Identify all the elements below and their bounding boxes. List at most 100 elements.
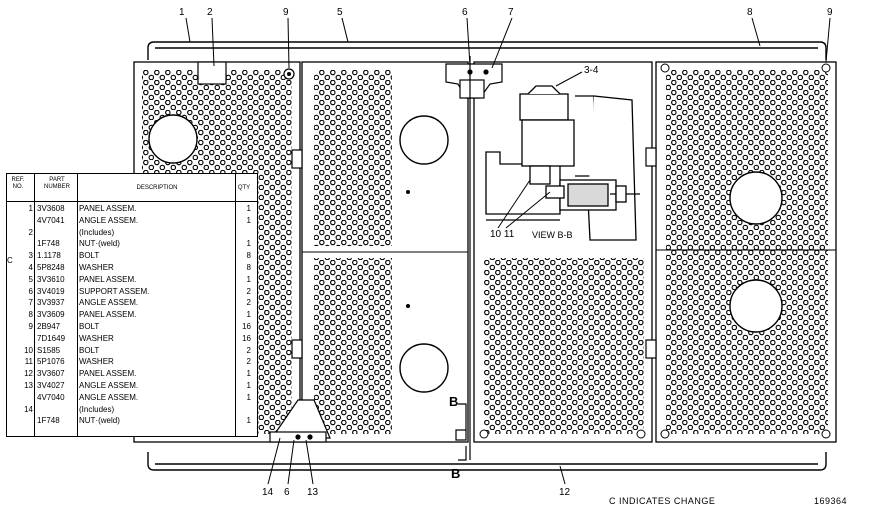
part-number-cell: 1F748 (37, 239, 60, 249)
qty-cell: 2 (246, 345, 251, 355)
ref-cell: 1 (28, 204, 33, 213)
ref-cell: 5 (28, 274, 33, 284)
table-row: 2 (Includes) (7, 227, 257, 239)
table-header: REF. NO. PART NUMBER DESCRIPTION QTY (7, 174, 257, 202)
part-number-cell: 3V4019 (37, 286, 65, 296)
description-cell: PANEL ASSEM. (79, 310, 137, 320)
ref-cell: 2 (28, 227, 33, 237)
ref-cell: 4 (28, 263, 33, 272)
qty-cell: 1 (246, 215, 251, 225)
part-number-cell: 1F748 (37, 416, 60, 426)
description-cell: PANEL ASSEM. (79, 204, 137, 213)
description-cell: BOLT (79, 322, 100, 331)
bottom-support-bracket (269, 399, 331, 443)
part-number-cell: 3V3608 (37, 204, 65, 213)
description-cell: WASHER (79, 357, 114, 367)
callout-13: 13 (307, 487, 319, 498)
part-number-cell: 2B947 (37, 322, 61, 331)
callout-1: 1 (179, 7, 185, 18)
panel-center-left (301, 61, 469, 443)
part-number-cell: 4V7041 (37, 215, 65, 225)
part-number-cell: 3V3610 (37, 274, 65, 284)
ref-cell: 12 (24, 369, 33, 379)
panel-right (655, 61, 837, 443)
callout-2: 2 (207, 7, 213, 18)
qty-cell: 2 (246, 298, 251, 308)
ref-cell: 3 (28, 251, 33, 261)
ref-cell: 6 (28, 286, 33, 296)
table-row: 4 5P8248 WASHER 8 (7, 262, 257, 274)
part-number-cell: 4V7040 (37, 392, 65, 402)
callout-10-11: 10 11 (490, 229, 515, 240)
qty-cell: 16 (242, 333, 251, 343)
description-cell: NUT·(weld) (79, 239, 120, 249)
qty-cell: 1 (246, 381, 251, 390)
qty-cell: 8 (246, 263, 251, 272)
leader-lines (185, 17, 831, 485)
header-desc: DESCRIPTION (136, 185, 178, 191)
table-row: 1F748 NUT·(weld) 1 (7, 238, 257, 250)
part-number-cell: 5P8248 (37, 263, 65, 272)
ref-cell: 10 (24, 345, 33, 355)
part-number-cell: 3V3609 (37, 310, 65, 320)
part-number-cell: 7D1649 (37, 333, 66, 343)
qty-cell: 16 (242, 322, 251, 331)
part-number-cell: 5P1076 (37, 357, 65, 367)
callout-12: 12 (559, 487, 571, 498)
description-cell: SUPPORT ASSEM. (79, 286, 150, 296)
callout-6-top: 6 (462, 7, 468, 18)
callout-6-bottom: 6 (284, 487, 290, 498)
ref-cell: 11 (24, 357, 33, 367)
qty-cell: 1 (246, 392, 251, 402)
description-cell: WASHER (79, 263, 114, 272)
description-cell: WASHER (79, 333, 114, 343)
description-cell: NUT·(weld) (79, 416, 120, 426)
callout-9-right: 9 (827, 7, 833, 18)
part-number-cell: 1.1178 (37, 251, 61, 261)
description-cell: (Includes) (79, 227, 115, 237)
ref-cell: 7 (28, 298, 33, 308)
ref-cell: 8 (28, 310, 33, 320)
description-cell: ANGLE ASSEM. (79, 392, 139, 402)
callout-8: 8 (747, 7, 753, 18)
description-cell: BOLT (79, 345, 100, 355)
description-cell: PANEL ASSEM. (79, 369, 137, 379)
callout-3-4: 3-4 (584, 65, 599, 76)
description-cell: ANGLE ASSEM. (79, 381, 139, 390)
callout-9: 9 (283, 7, 289, 18)
qty-cell: 2 (246, 286, 251, 296)
table-row: 4V7041 ANGLE ASSEM. 1 (7, 215, 257, 227)
table-row: 6 3V4019 SUPPORT ASSEM. 2 (7, 286, 257, 298)
ref-cell: 13 (24, 381, 33, 390)
part-number-cell: 3V4027 (37, 381, 65, 390)
header-ref: REF. NO. (11, 177, 25, 190)
qty-cell: 1 (246, 369, 251, 379)
description-cell: ANGLE ASSEM. (79, 215, 139, 225)
part-number-cell: 3V3937 (37, 298, 65, 308)
table-row: 13 3V4027 ANGLE ASSEM. 1 (7, 380, 257, 392)
section-line (455, 56, 471, 461)
section-letter-bottom: B (451, 466, 461, 481)
qty-cell: 8 (246, 251, 251, 261)
callout-5: 5 (337, 7, 343, 18)
table-row: 3 1.1178 BOLT 8 (7, 250, 257, 262)
table-row: 8 3V3609 PANEL ASSEM. 1 (7, 309, 257, 321)
top-support-bracket (445, 63, 503, 99)
view-bb-detail (485, 85, 640, 241)
change-marker: C (7, 256, 13, 265)
table-row: 7D1649 WASHER 16 (7, 333, 257, 345)
change-note: C INDICATES CHANGE (609, 496, 716, 506)
qty-cell: 1 (246, 239, 251, 249)
view-label: VIEW B-B (532, 230, 573, 240)
parts-table: REF. NO. PART NUMBER DESCRIPTION QTY 1 3V… (6, 173, 258, 437)
qty-cell: 1 (246, 310, 251, 320)
description-cell: BOLT (79, 251, 100, 261)
description-cell: ANGLE ASSEM. (79, 298, 139, 308)
